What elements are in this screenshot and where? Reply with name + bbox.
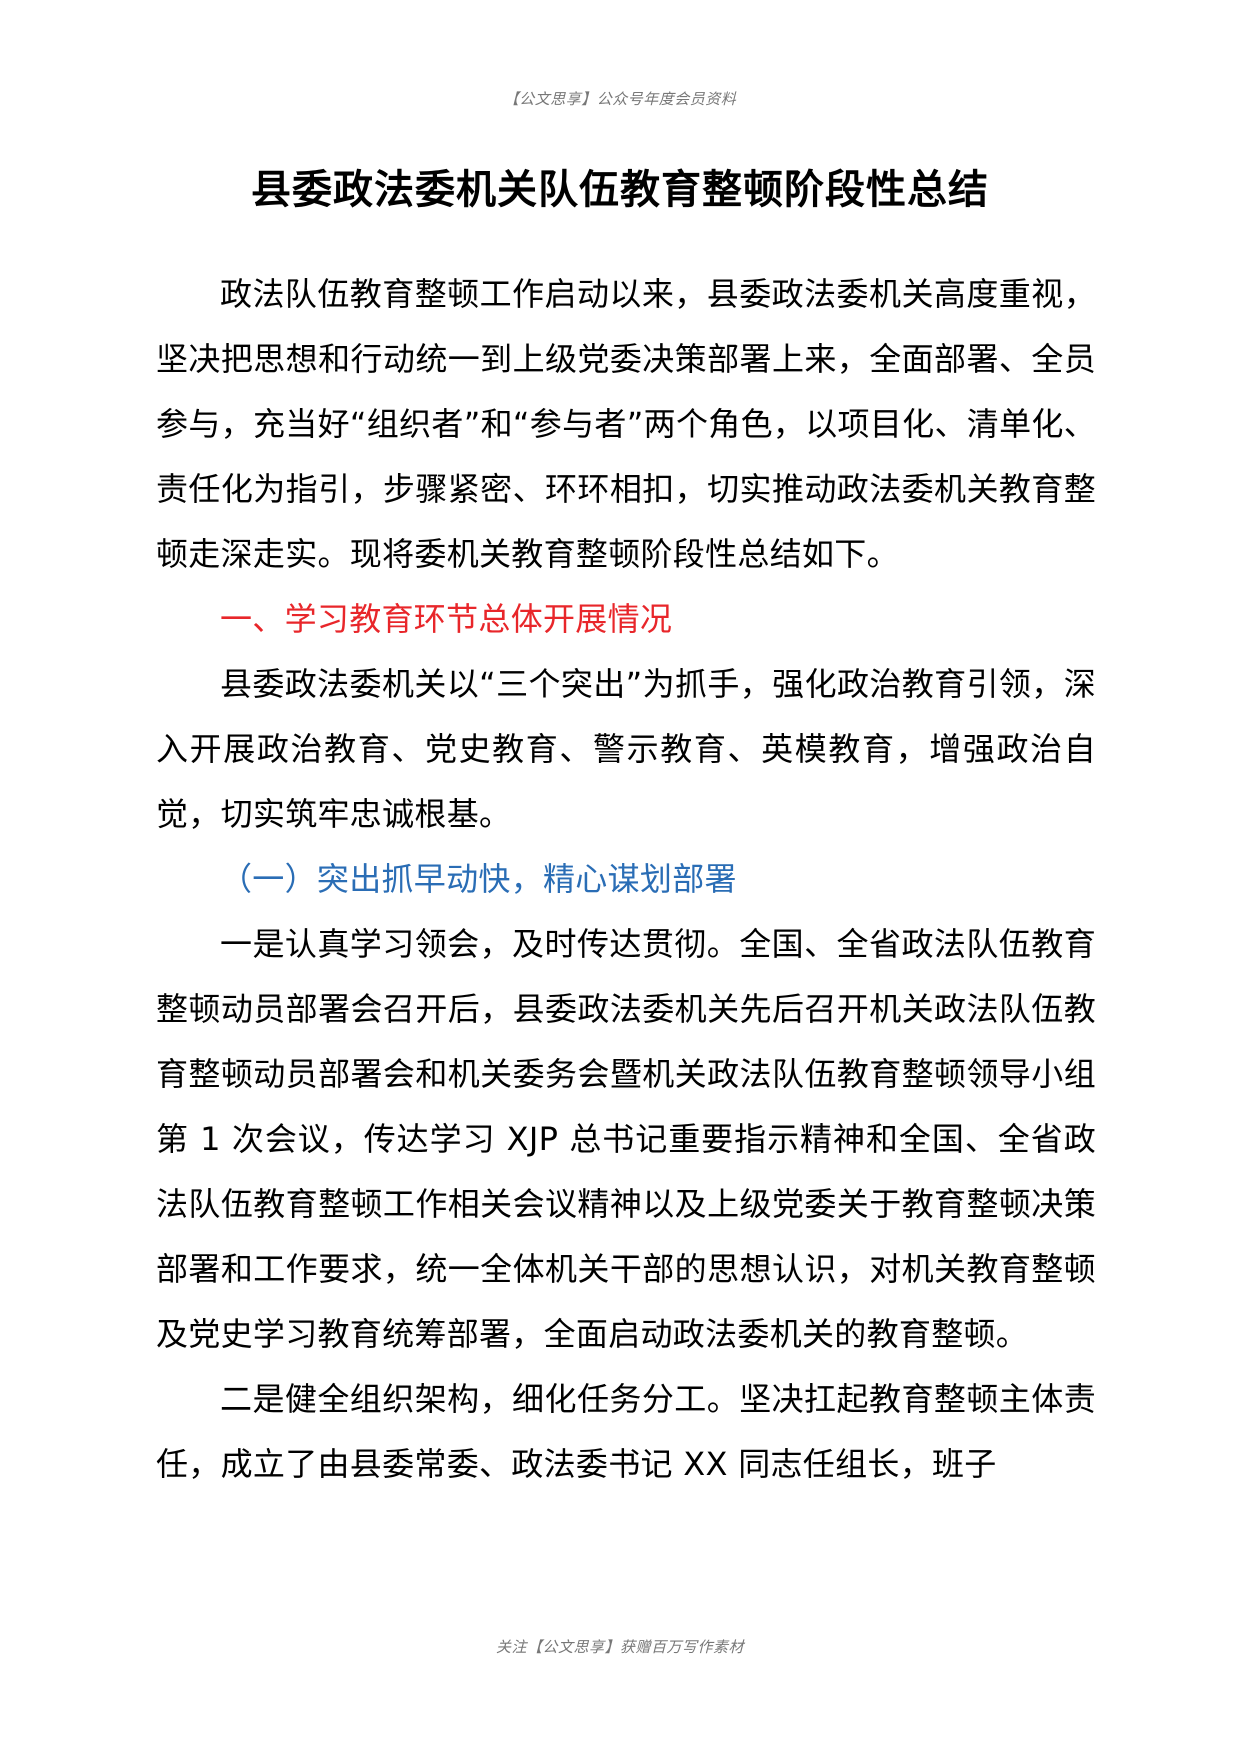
page-footer: 关注【公文思享】获赠百万写作素材 bbox=[495, 1638, 744, 1656]
body-paragraph-2: 二是健全组织架构，细化任务分工。坚决扛起教育整顿主体责任，成立了由县委常委、政法… bbox=[156, 1380, 1096, 1483]
document-body: 政法队伍教育整顿工作启动以来，县委政法委机关高度重视，坚决把思想和行动统一到上级… bbox=[156, 262, 1096, 1497]
body-paragraph-1: 一是认真学习领会，及时传达贯彻。全国、全省政法队伍教育整顿动员部署会召开后，县委… bbox=[156, 925, 1096, 1353]
section-heading-1: 一、学习教育环节总体开展情况 bbox=[220, 600, 673, 638]
subsection-heading-1: （一）突出抓早动快，精心谋划部署 bbox=[220, 860, 737, 898]
section-1-paragraph: 县委政法委机关以“三个突出”为抓手，强化政治教育引领，深入开展政治教育、党史教育… bbox=[156, 665, 1096, 833]
intro-paragraph: 政法队伍教育整顿工作启动以来，县委政法委机关高度重视，坚决把思想和行动统一到上级… bbox=[156, 275, 1096, 573]
page-header: 【公文思享】公众号年度会员资料 bbox=[503, 90, 737, 108]
document-title: 县委政法委机关队伍教育整顿阶段性总结 bbox=[251, 167, 989, 213]
